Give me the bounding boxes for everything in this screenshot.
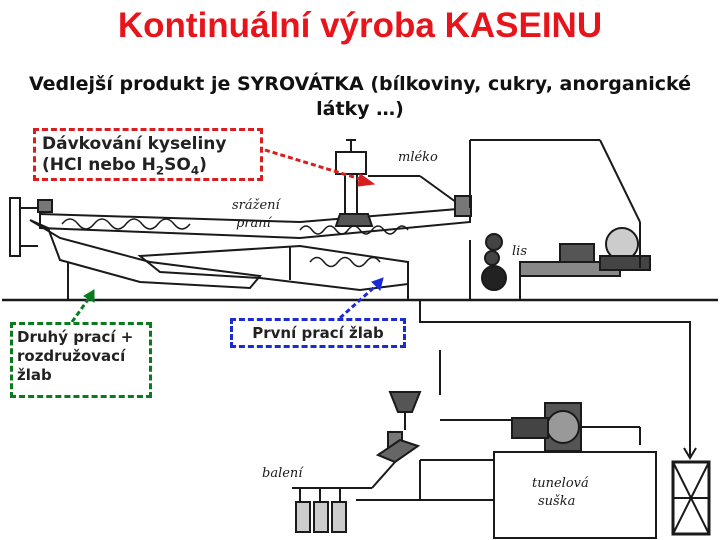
dryer-hopper [388, 391, 422, 413]
page-subtitle: Vedlejší produkt je SYROVÁTKA (bílkoviny… [28, 73, 692, 120]
page-title: Kontinuální výroba KASEINU [117, 6, 603, 45]
label-tunnel-dryer-1: tunelová [532, 476, 589, 491]
label-packing: balení [262, 466, 303, 481]
milk-tank [335, 151, 367, 175]
first-trough-screw [309, 256, 381, 268]
acid-dosing-line2: (HCl nebo H2SO4) [42, 155, 207, 178]
label-press: lis [512, 244, 527, 259]
label-washing: praní [236, 216, 271, 231]
packing-bag-3 [331, 501, 347, 533]
left-motor [37, 199, 53, 213]
acid-dosing-callout: Dávkování kyseliny (HCl nebo H2SO4) [33, 128, 263, 181]
first-trough-arrow [338, 280, 382, 320]
label-tunnel-dryer-2: suška [538, 494, 576, 509]
left-end-flange [9, 197, 21, 257]
acid-dosing-line1: Dávkování kyseliny [42, 134, 227, 154]
press-roller-bottom [481, 265, 507, 291]
tunnel-dryer [493, 451, 657, 539]
second-trough-body [29, 219, 262, 290]
first-trough-callout: První prací žlab [230, 318, 406, 348]
precipitation-tube [344, 173, 358, 215]
press-roller-top [485, 233, 503, 251]
second-trough-callout: Druhý prací + rozdružovací žlab [10, 322, 152, 398]
long-screw-trough [39, 206, 471, 240]
label-precipitation: srážení [232, 198, 280, 213]
press-roller-mid [484, 250, 500, 266]
second-trough-screw [61, 218, 191, 230]
first-trough-body [137, 244, 409, 292]
packing-bag-1 [295, 501, 311, 533]
packing-bag-2 [313, 501, 329, 533]
acid-dosing-arrow [264, 148, 371, 184]
label-milk: mléko [398, 150, 438, 165]
